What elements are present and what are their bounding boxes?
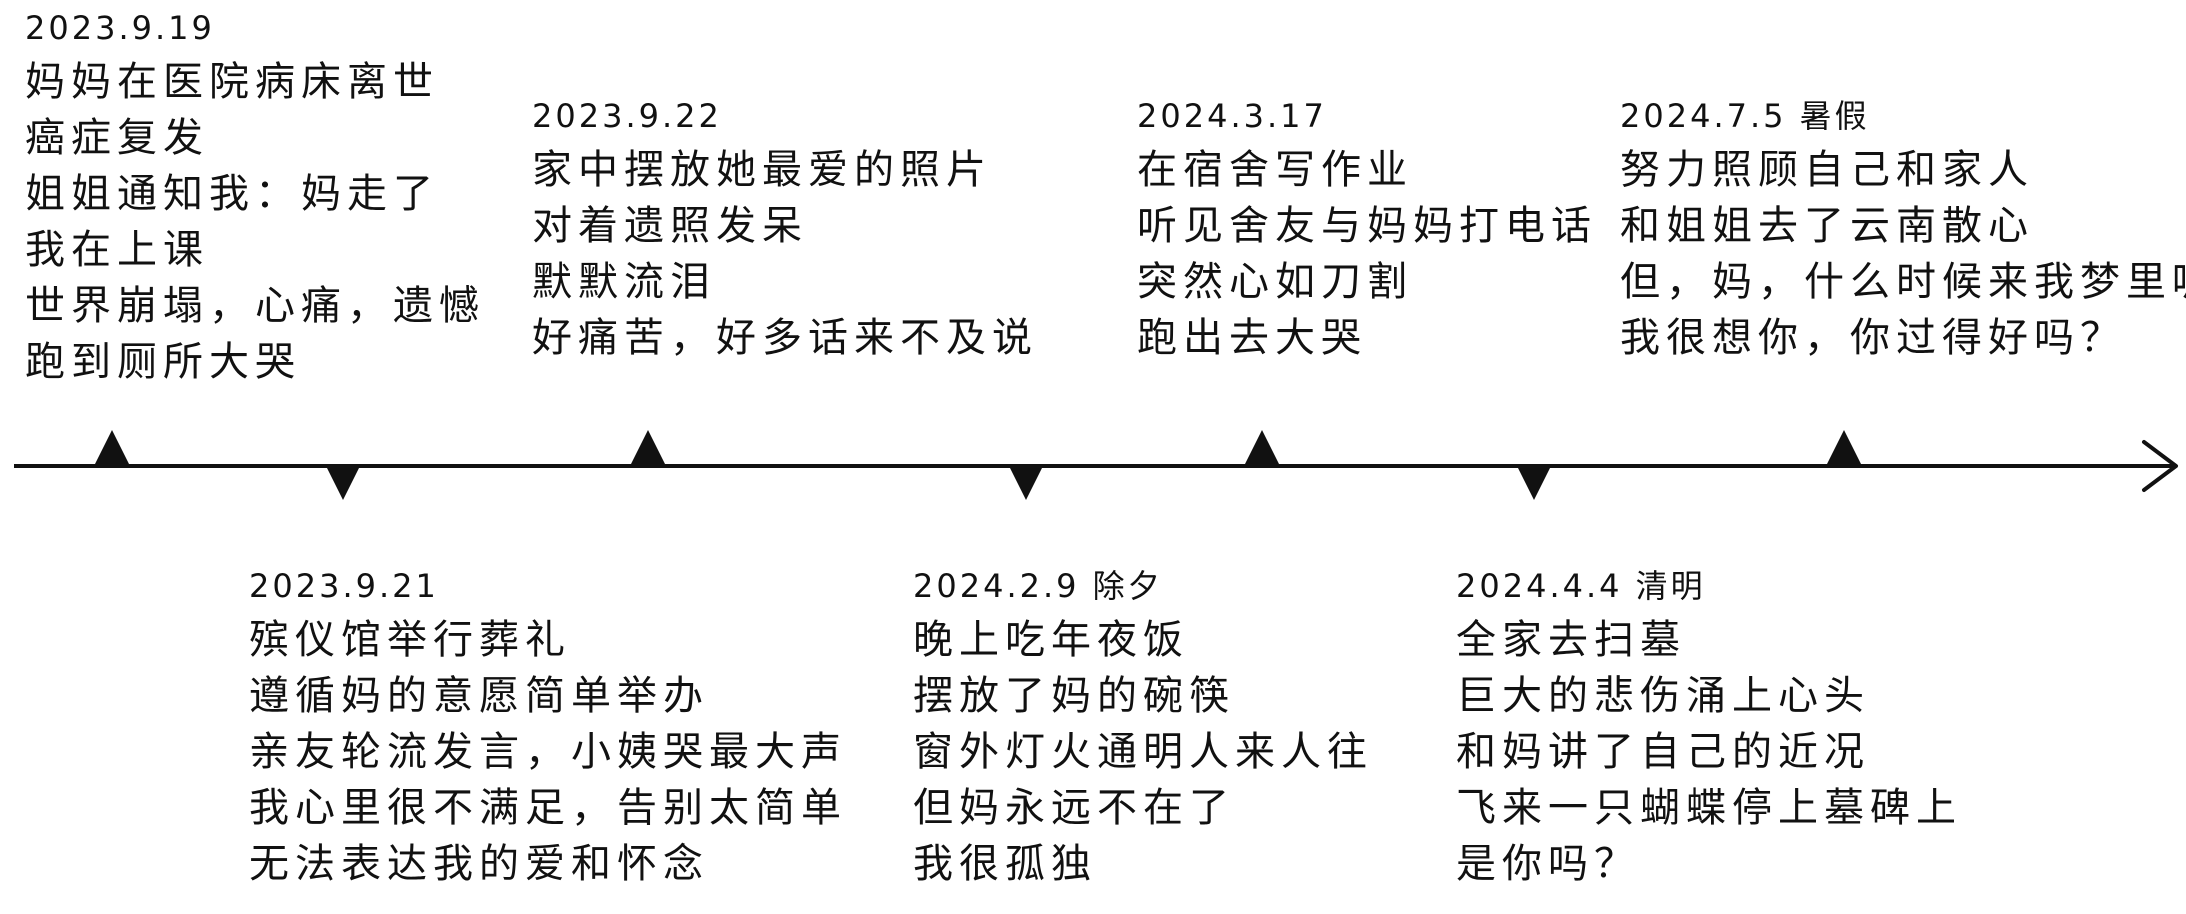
event-text-line: 默默流泪: [532, 259, 716, 305]
event-text-line: 跑出去大哭: [1137, 315, 1367, 361]
event-2024-3-17: 2024.3.17 在宿舍写作业听见舍友与妈妈打电话突然心如刀割跑出去大哭: [1137, 90, 1597, 366]
marker-up-icon: [1245, 430, 1279, 464]
event-text-line: 巨大的悲伤涌上心头: [1456, 673, 1870, 719]
event-2023-9-22: 2023.9.22 家中摆放她最爱的照片对着遗照发呆默默流泪好痛苦，好多话来不及说: [532, 90, 1038, 366]
event-text-line: 全家去扫墓: [1456, 617, 1686, 663]
event-2023-9-21: 2023.9.21 殡仪馆举行葬礼遵循妈的意愿简单举办亲友轮流发言，小姨哭最大声我…: [249, 560, 847, 892]
event-2024-7-5: 2024.7.5 暑假努力照顾自己和家人和姐姐去了云南散心但，妈，什么时候来我梦…: [1620, 90, 2186, 366]
event-2024-4-4: 2024.4.4 清明全家去扫墓巨大的悲伤涌上心头和妈讲了自己的近况飞来一只蝴蝶…: [1456, 560, 1962, 892]
event-text-line: 对着遗照发呆: [532, 203, 808, 249]
event-2024-2-9: 2024.2.9 除夕晚上吃年夜饭摆放了妈的碗筷窗外灯火通明人来人往但妈永远不在…: [913, 560, 1373, 892]
event-text-line: 突然心如刀割: [1137, 259, 1413, 305]
event-text-line: 听见舍友与妈妈打电话: [1137, 203, 1597, 249]
event-date: 2023.9.21: [249, 567, 439, 605]
timeline-axis: [14, 464, 2174, 468]
event-date: 2023.9.19: [25, 9, 215, 47]
event-date: 2024.7.5 暑假: [1620, 97, 1870, 135]
event-date: 2024.4.4 清明: [1456, 567, 1706, 605]
arrow-head-icon: [2142, 440, 2178, 492]
event-text-line: 和姐姐去了云南散心: [1620, 203, 2034, 249]
event-text-line: 摆放了妈的碗筷: [913, 673, 1235, 719]
event-text-line: 在宿舍写作业: [1137, 147, 1413, 193]
marker-up-icon: [631, 430, 665, 464]
event-text-line: 跑到厕所大哭: [25, 339, 301, 385]
event-text-line: 癌症复发: [25, 115, 209, 161]
marker-down-icon: [326, 466, 360, 500]
event-text-line: 妈妈在医院病床离世: [25, 59, 439, 105]
event-text-line: 世界崩塌，心痛，遗憾: [25, 283, 485, 329]
event-text-line: 我很想你，你过得好吗？: [1620, 315, 2126, 361]
event-text-line: 晚上吃年夜饭: [913, 617, 1189, 663]
event-text-line: 努力照顾自己和家人: [1620, 147, 2034, 193]
event-text-line: 和妈讲了自己的近况: [1456, 729, 1870, 775]
event-text-line: 殡仪馆举行葬礼: [249, 617, 571, 663]
event-text-line: 但，妈，什么时候来我梦里呢: [1620, 259, 2186, 305]
event-text-line: 我心里很不满足，告别太简单: [249, 785, 847, 831]
event-text-line: 飞来一只蝴蝶停上墓碑上: [1456, 785, 1962, 831]
marker-down-icon: [1517, 466, 1551, 500]
event-date: 2023.9.22: [532, 97, 722, 135]
event-2023-9-19: 2023.9.19 妈妈在医院病床离世癌症复发姐姐通知我：妈走了我在上课世界崩塌，…: [25, 2, 485, 390]
event-text-line: 姐姐通知我：妈走了: [25, 171, 439, 217]
event-text-line: 好痛苦，好多话来不及说: [532, 315, 1038, 361]
marker-up-icon: [1827, 430, 1861, 464]
event-text-line: 我很孤独: [913, 841, 1097, 887]
event-text-line: 我在上课: [25, 227, 209, 273]
event-text-line: 无法表达我的爱和怀念: [249, 841, 709, 887]
event-text-line: 遵循妈的意愿简单举办: [249, 673, 709, 719]
event-text-line: 亲友轮流发言，小姨哭最大声: [249, 729, 847, 775]
event-text-line: 是你吗？: [1456, 841, 1640, 887]
event-date: 2024.2.9 除夕: [913, 567, 1163, 605]
event-text-line: 窗外灯火通明人来人往: [913, 729, 1373, 775]
marker-down-icon: [1009, 466, 1043, 500]
marker-up-icon: [95, 430, 129, 464]
event-text-line: 家中摆放她最爱的照片: [532, 147, 992, 193]
event-text-line: 但妈永远不在了: [913, 785, 1235, 831]
event-date: 2024.3.17: [1137, 97, 1327, 135]
